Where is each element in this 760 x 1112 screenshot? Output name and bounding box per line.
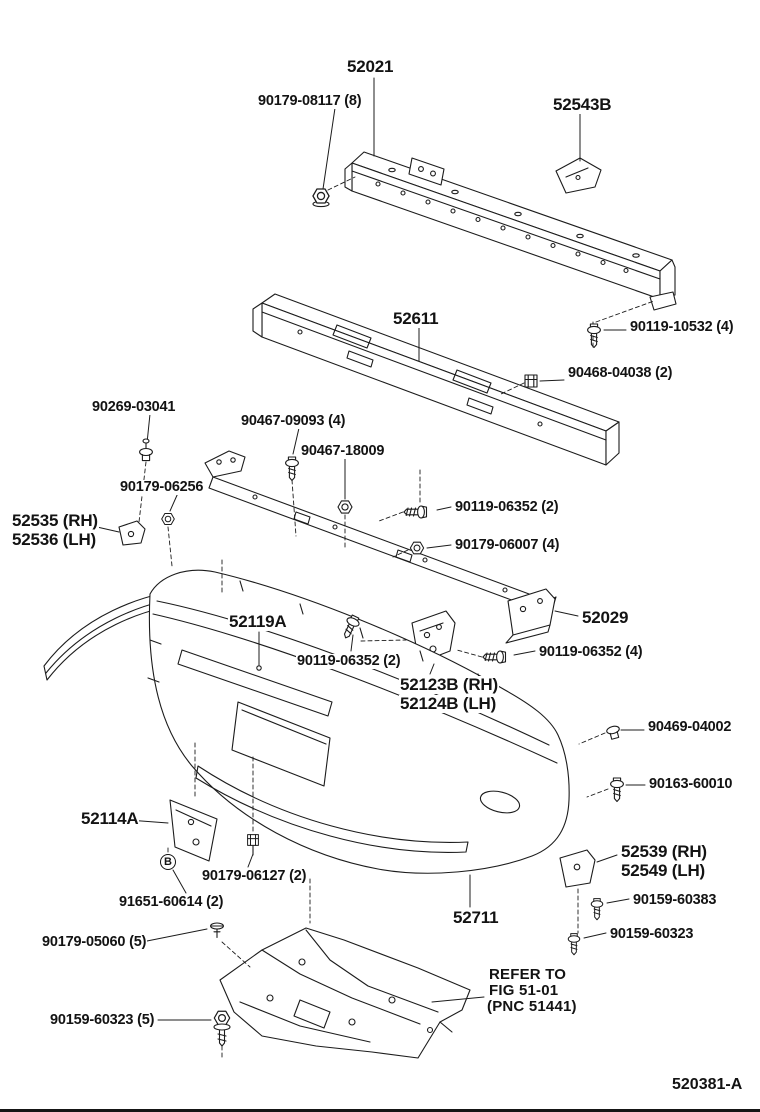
bolt-icon [587,323,601,349]
screw-icon [567,933,581,956]
part-52114-bracket [169,799,218,862]
nut-icon [312,188,330,204]
page-bottom-edge [0,1109,760,1112]
part-52021-reinforcement [344,151,677,311]
clip-icon [524,374,538,388]
bolt-icon [403,505,428,519]
part-52029-bracket [505,588,556,644]
grommet-icon [139,447,153,462]
nut-icon [161,513,175,525]
part-52543b-bracket [555,157,602,194]
part-52539-bracket [559,849,596,888]
bolt-icon [482,650,507,664]
guide-lines [138,176,655,1058]
part-undercover-panel [219,927,471,1059]
nut-icon [409,541,425,555]
screw-icon [610,777,624,803]
rivet-icon [210,922,224,939]
clip-icon [247,834,259,846]
part-52535-bracket [118,520,146,546]
screw-head-icon [142,438,150,444]
hardware-fasteners [139,188,624,1047]
diagram-code: 520381-A [672,1076,743,1093]
screw-icon [590,898,604,921]
clip-icon [605,724,622,741]
leader-lines [96,77,646,1021]
bolt-head-icon [213,1010,231,1026]
part-52711-bumper-cover [147,569,570,874]
part-52611-absorber [252,293,620,466]
nut-icon [337,500,353,514]
screw-icon [285,456,299,482]
